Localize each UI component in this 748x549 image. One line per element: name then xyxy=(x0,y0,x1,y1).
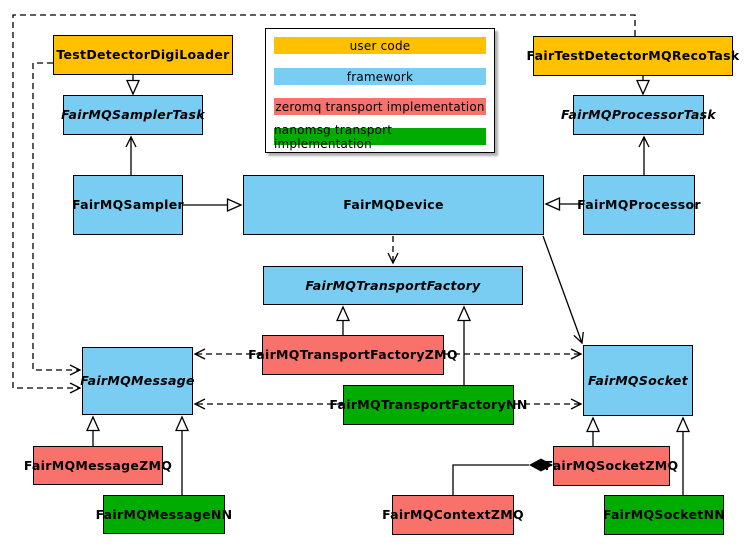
class-box-fairmqsocketnn: FairMQSocketNN xyxy=(603,495,725,535)
class-box-fairmqtransportfactoryzmq: FairMQTransportFactoryZMQ xyxy=(248,335,458,375)
legend: user code framework zeromq transport imp… xyxy=(265,28,495,153)
class-box-fairmqmessage: FairMQMessage xyxy=(80,347,195,415)
class-box-fairmqprocessortask: FairMQProcessorTask xyxy=(561,95,716,135)
legend-item-framework: framework xyxy=(274,68,486,85)
class-box-fairmqsampler: FairMQSampler xyxy=(72,175,184,235)
class-box-fairmqcontextzmq: FairMQContextZMQ xyxy=(382,495,524,535)
edge-device-to-socket-arrow xyxy=(542,235,584,345)
legend-item-nanomsg: nanomsg transport implementation xyxy=(274,123,486,151)
legend-item-user-code: user code xyxy=(274,37,486,54)
class-box-testdetectordigiloader: TestDetectorDigiLoader xyxy=(53,35,233,75)
class-box-fairmqsocket: FairMQSocket xyxy=(583,345,693,416)
class-box-fairtestdetectormqrecotask: FairTestDetectorMQRecoTask xyxy=(527,36,739,76)
class-box-fairmqmessagenn: FairMQMessageNN xyxy=(96,495,232,534)
class-box-fairmqsamplertask: FairMQSamplerTask xyxy=(61,95,205,135)
class-box-fairmqtransportfactorynn: FairMQTransportFactoryNN xyxy=(329,385,527,425)
class-box-fairmqprocessor: FairMQProcessor xyxy=(577,175,701,235)
class-box-fairmqtransportfactory: FairMQTransportFactory xyxy=(263,266,523,305)
class-box-fairmqmessagezmq: FairMQMessageZMQ xyxy=(24,446,172,485)
legend-item-zeromq: zeromq transport implementation xyxy=(274,98,486,115)
edge-contextzmq-to-socketzmq-line xyxy=(452,464,529,495)
class-box-fairmqsocketzmq: FairMQSocketZMQ xyxy=(545,446,678,486)
class-box-fairmqdevice: FairMQDevice xyxy=(243,175,544,235)
